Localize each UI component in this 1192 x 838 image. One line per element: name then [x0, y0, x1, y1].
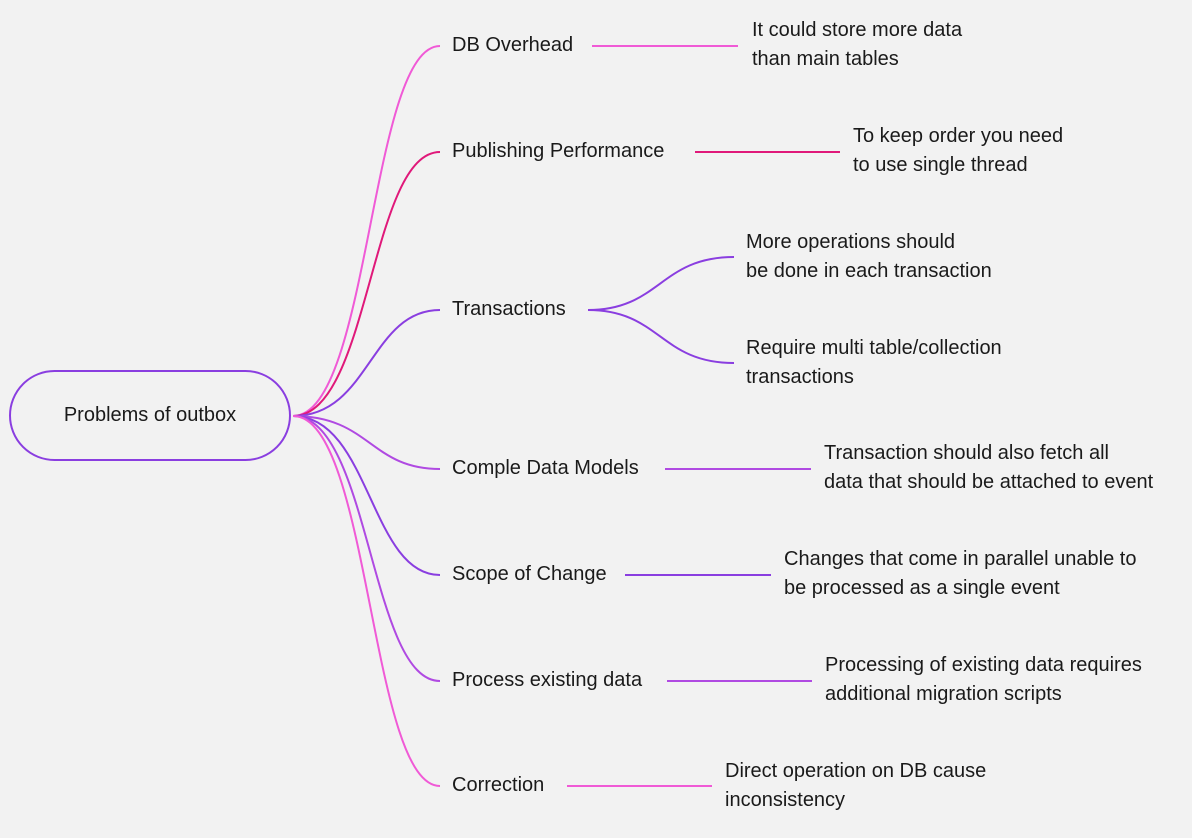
leaf-db-overhead[interactable]: It could store more data than main table…	[752, 19, 963, 70]
leaf-scope-of-change[interactable]: Changes that come in parallel unable to …	[784, 548, 1137, 599]
connector-process-existing-data	[292, 415, 441, 682]
leaf-correction[interactable]: Direct operation on DB cause inconsisten…	[725, 760, 987, 811]
connector-comple-data-models	[292, 415, 441, 470]
branch-publishing-performance[interactable]: Publishing Performance	[452, 140, 665, 162]
leaf-publishing-performance[interactable]: To keep order you need to use single thr…	[853, 125, 1064, 176]
leaf-line-transactions-1	[587, 256, 735, 311]
root-label: Problems of outbox	[63, 404, 237, 426]
branch-process-existing-data[interactable]: Process existing data	[452, 669, 643, 691]
connector-correction	[292, 415, 441, 787]
leaf-comple-data-models[interactable]: Transaction should also fetch all data t…	[824, 442, 1154, 493]
branch-transactions[interactable]: Transactions	[452, 298, 566, 320]
leaf-transactions-1[interactable]: More operations should be done in each t…	[746, 231, 992, 282]
connector-transactions	[292, 309, 441, 417]
leaf-line-transactions-2	[587, 309, 735, 364]
leaf-process-existing-data[interactable]: Processing of existing data requires add…	[825, 654, 1142, 705]
branch-comple-data-models[interactable]: Comple Data Models	[452, 457, 639, 479]
leaf-transactions-2[interactable]: Require multi table/collection transacti…	[746, 337, 1002, 388]
branch-scope-of-change[interactable]: Scope of Change	[452, 563, 607, 585]
root-node[interactable]: Problems of outbox	[9, 370, 291, 461]
connector-scope-of-change	[292, 415, 441, 576]
branch-db-overhead[interactable]: DB Overhead	[452, 34, 574, 56]
branch-correction[interactable]: Correction	[452, 774, 545, 796]
connector-publishing-performance	[292, 151, 441, 417]
connector-db-overhead	[292, 45, 441, 417]
